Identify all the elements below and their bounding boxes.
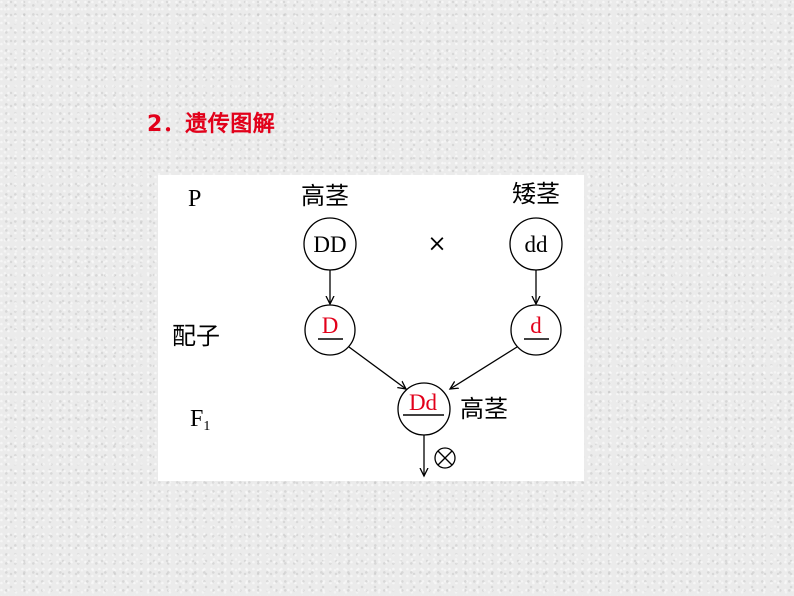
offspring-genotype: Dd	[409, 390, 438, 415]
gamete-right-genotype: d	[530, 313, 542, 338]
arrow-gamete-left-to-offspring	[348, 346, 406, 389]
parent-left-phenotype: 高茎	[301, 182, 349, 210]
selfing-symbol	[434, 447, 456, 469]
f1-label-main: F	[190, 406, 203, 432]
f1-generation-label: F1	[190, 406, 210, 434]
gamete-left-genotype: D	[322, 313, 339, 338]
parent-right-phenotype: 矮茎	[512, 180, 560, 208]
genetic-cross-diagram: P 配子 F1 高茎 矮茎 DD × dd D d Dd 高茎	[158, 175, 584, 481]
parent-right-genotype: dd	[525, 232, 549, 257]
offspring-phenotype: 高茎	[460, 395, 508, 423]
gametes-label: 配子	[172, 322, 220, 350]
parent-generation-label: P	[188, 186, 201, 212]
cross-symbol: ×	[427, 231, 446, 257]
gamete-left-circle	[304, 304, 356, 356]
arrow-gamete-right-to-offspring	[450, 346, 518, 389]
f1-label-subscript: 1	[203, 419, 210, 434]
parent-left-genotype: DD	[313, 232, 346, 257]
gamete-right-circle	[510, 304, 562, 356]
cross-diagram-svg: P 配子 F1 高茎 矮茎 DD × dd D d Dd 高茎	[172, 180, 563, 481]
section-heading: 2．遗传图解	[147, 112, 276, 137]
